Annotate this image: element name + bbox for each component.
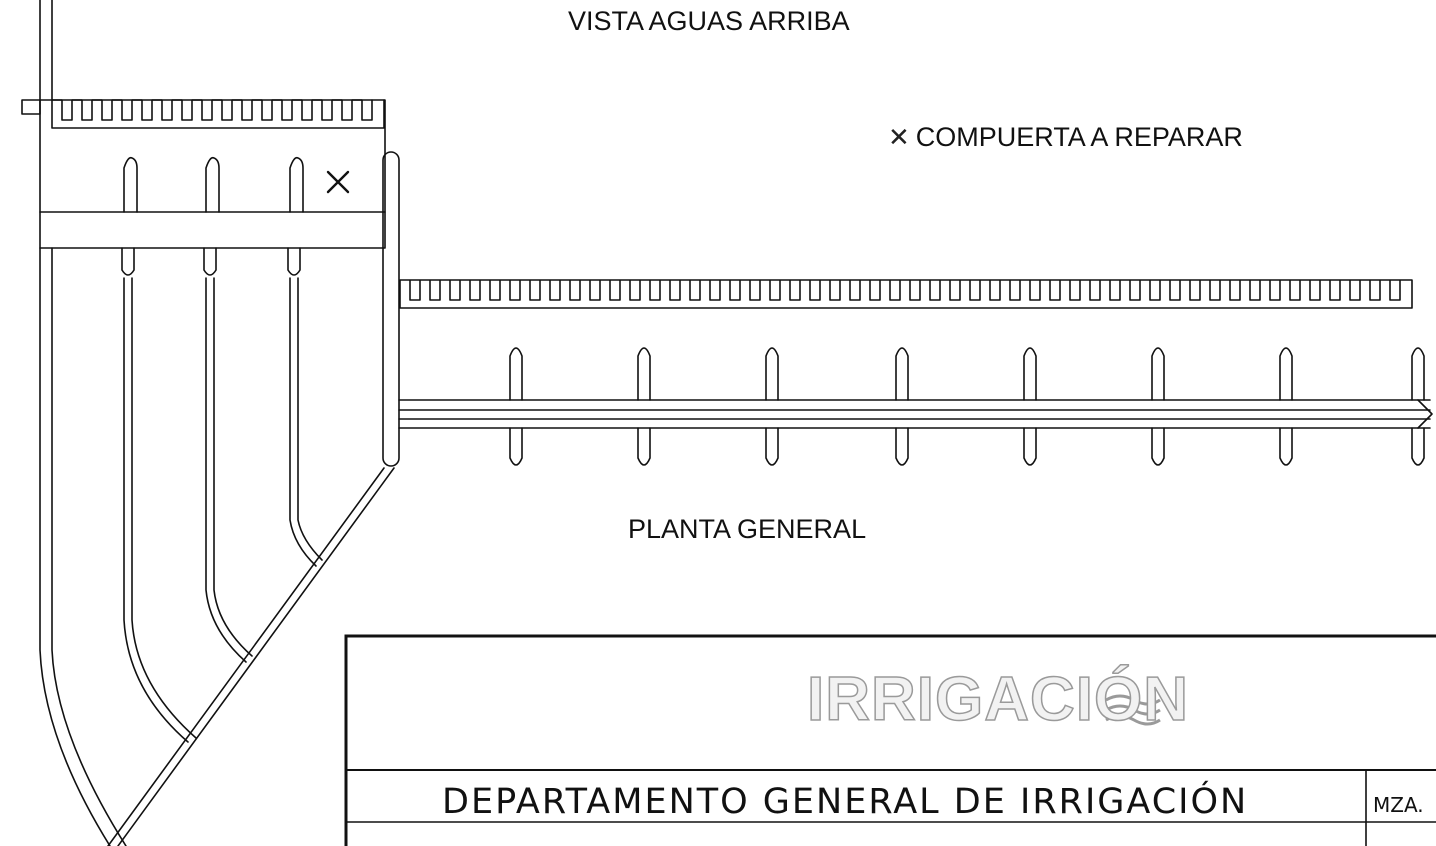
left-post bbox=[39, 0, 53, 101]
repair-mark-icon: ✕ bbox=[888, 122, 910, 152]
gate-stem-top bbox=[1151, 347, 1165, 401]
gate-stem-top bbox=[637, 347, 651, 401]
gate-stem-bottom bbox=[1279, 427, 1293, 466]
gate-stems-left bbox=[121, 156, 304, 276]
gate-stems-right bbox=[509, 347, 1425, 466]
gate-block-notch bbox=[21, 99, 41, 115]
view-title-plan: PLANTA GENERAL bbox=[628, 514, 867, 544]
gate-stem-bottom bbox=[637, 427, 651, 466]
gate-stem-top bbox=[1279, 347, 1293, 401]
gate-stem-bottom bbox=[1023, 427, 1037, 466]
gate-stem-bottom bbox=[895, 427, 909, 466]
logo: IRRIGACIÓN bbox=[806, 664, 1189, 735]
mza-label: MZA. bbox=[1373, 793, 1424, 817]
gate-stem-top bbox=[895, 347, 909, 401]
department-name: DEPARTAMENTO GENERAL DE IRRIGACIÓN bbox=[442, 782, 1249, 822]
gate-stem-bottom bbox=[509, 427, 523, 466]
repair-mark bbox=[326, 170, 350, 194]
crenellation-right bbox=[399, 279, 1413, 309]
channel-3 bbox=[289, 277, 323, 567]
gate-stem-top bbox=[765, 347, 779, 401]
channel-2 bbox=[205, 277, 253, 663]
gate-stem-top bbox=[1023, 347, 1037, 401]
legend-repair-gate: ✕COMPUERTA A REPARAR bbox=[888, 122, 1243, 153]
gate-stem-bottom bbox=[765, 427, 779, 466]
channel-1 bbox=[123, 277, 197, 743]
logo-wave-icon bbox=[1105, 694, 1161, 726]
legend-label: COMPUERTA A REPARAR bbox=[915, 122, 1243, 152]
outer-wall bbox=[39, 247, 127, 846]
gate-stem-bottom bbox=[1151, 427, 1165, 466]
divider-pillar bbox=[382, 151, 400, 467]
diagonal-wall bbox=[107, 467, 395, 846]
gate-stem-top bbox=[509, 347, 523, 401]
main-beam bbox=[398, 399, 1431, 429]
view-title-upstream: VISTA AGUAS ARRIBA bbox=[568, 6, 850, 36]
gate-block-left bbox=[39, 99, 386, 249]
beam-end bbox=[1417, 399, 1433, 429]
title-block bbox=[344, 634, 1436, 846]
crenellation-left bbox=[51, 99, 385, 129]
gate-stem-bottom bbox=[1411, 427, 1425, 466]
gate-stem-top bbox=[1411, 347, 1425, 401]
